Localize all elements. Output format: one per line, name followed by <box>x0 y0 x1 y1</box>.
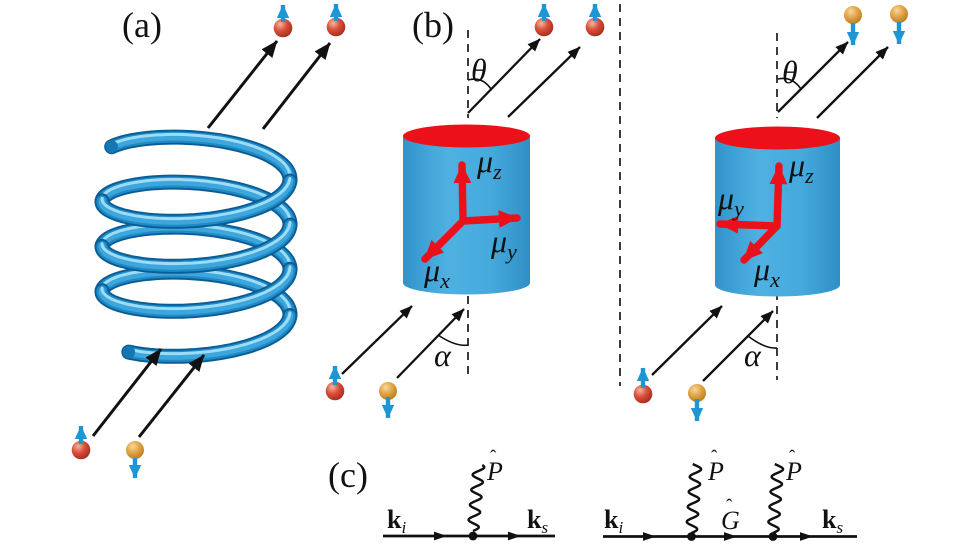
P-operator-hat: ˆ <box>711 447 718 468</box>
photon-wavy-line <box>685 462 703 535</box>
helix-end-cap <box>105 140 119 154</box>
neutron-ball-red <box>273 18 293 38</box>
panel-b: (b) μz μy μx θ α <box>325 3 908 422</box>
G-operator-hat: ˆ <box>726 496 733 517</box>
helix-end-cap <box>122 345 136 359</box>
panel-a: (a) <box>71 3 346 479</box>
helix-tube-highlight <box>100 265 292 311</box>
momentum-arrowhead <box>643 532 656 541</box>
panel-b-left-magnet: μz μy μx θ α <box>325 3 605 419</box>
helix-tube-highlight <box>100 220 292 266</box>
mu-x-label: μx <box>423 252 450 293</box>
theta-label: θ <box>471 52 487 88</box>
P-operator-hat: ˆ <box>490 447 497 468</box>
neutron-ball-red <box>534 17 554 37</box>
k-out-label: ks <box>527 505 548 537</box>
interaction-vertex-dot <box>687 532 696 541</box>
mu-x-label: μx <box>753 251 780 292</box>
neutron-ball-gold <box>126 441 144 459</box>
photon-wavy-line <box>467 464 486 533</box>
scattered-beam-arrow <box>467 38 541 114</box>
scattered-beam-arrow <box>816 46 889 119</box>
neutron-ball-gold <box>379 382 397 400</box>
G-operator-label: G <box>721 506 740 535</box>
neutron-ball-gold <box>890 5 908 23</box>
alpha-label: α <box>434 337 452 373</box>
theta-label: θ <box>782 54 798 90</box>
P-operator-hat: ˆ <box>789 447 796 468</box>
scattered-beam-arrow <box>206 40 279 129</box>
neutron-ball-red <box>326 17 346 37</box>
mu-z-arrow <box>769 162 788 230</box>
mu-y-label: μy <box>717 180 744 221</box>
theta-angle-arc <box>777 77 802 90</box>
mu-y-arrow <box>716 215 781 234</box>
helix-tube-shade <box>98 178 294 229</box>
P-operator-label: P <box>785 457 802 486</box>
incident-beam-arrow <box>702 310 774 382</box>
alpha-angle-arc <box>747 335 778 349</box>
helix-tube-shade <box>98 265 294 315</box>
mu-x-arrow <box>421 217 467 263</box>
k-in-label: ki <box>604 505 623 537</box>
interaction-vertex-dot <box>768 532 778 541</box>
neutron-ball-gold <box>844 6 862 24</box>
momentum-arrowhead <box>724 532 737 541</box>
mu-z-arrow <box>453 161 472 225</box>
mu-z-label: μz <box>476 143 502 184</box>
incident-beam-arrow <box>341 305 413 375</box>
interaction-vertex-dot <box>468 531 478 541</box>
neutron-ball-gold <box>688 384 706 402</box>
helix-tube-highlight <box>110 132 292 180</box>
incident-beam-arrow <box>396 308 465 379</box>
helix-tube-shade <box>98 221 294 270</box>
neutron-ball-red <box>585 17 605 37</box>
chiral-helix <box>94 129 298 364</box>
P-operator-label: P <box>707 457 724 486</box>
momentum-arrowhead <box>800 532 813 541</box>
incident-beam-arrow <box>91 348 163 437</box>
momentum-arrowhead <box>508 531 521 541</box>
photon-wavy-line <box>767 462 785 535</box>
mu-z-label: μz <box>788 147 814 188</box>
panel-b-label: (b) <box>412 5 454 45</box>
mu-y-label: μy <box>490 223 517 264</box>
incident-beam-arrow <box>651 305 723 376</box>
momentum-arrowhead <box>434 531 447 541</box>
scattered-beam-arrow <box>261 42 332 130</box>
P-operator-label: P <box>486 457 503 486</box>
helix-tube-shade <box>108 133 294 185</box>
k-in-label: ki <box>387 505 406 537</box>
magnet-cylinder-top <box>715 126 840 150</box>
mu-y-arrow <box>459 210 521 228</box>
neutron-ball-red <box>71 440 91 460</box>
feynman-diagram-second-order: ki ks P ˆ P ˆ G ˆ <box>603 447 857 541</box>
panel-c-label: (c) <box>328 455 368 495</box>
alpha-label: α <box>744 337 762 373</box>
scattered-beam-arrow <box>507 46 581 118</box>
incident-beam-arrow <box>137 354 206 438</box>
neutron-ball-red <box>325 381 345 401</box>
mu-x-arrow <box>740 222 781 264</box>
panel-c: (c) ki ks P ˆ ki ks P ˆ P ˆ G ˆ <box>328 447 857 541</box>
feynman-diagram-first-order: ki ks P ˆ <box>383 447 555 541</box>
panel-a-label: (a) <box>122 5 162 45</box>
neutron-ball-red <box>633 384 653 404</box>
theta-angle-arc <box>467 78 492 90</box>
helix-tube-shade <box>98 177 294 225</box>
magnet-cylinder-top <box>403 124 530 148</box>
scattered-beam-arrow <box>777 41 849 113</box>
helix-tube-highlight <box>100 176 292 221</box>
alpha-angle-arc <box>437 334 469 347</box>
panel-b-right-magnet: μz μy μx θ α <box>633 5 908 422</box>
helix-tube-shade <box>98 268 294 319</box>
k-out-label: ks <box>822 505 843 537</box>
